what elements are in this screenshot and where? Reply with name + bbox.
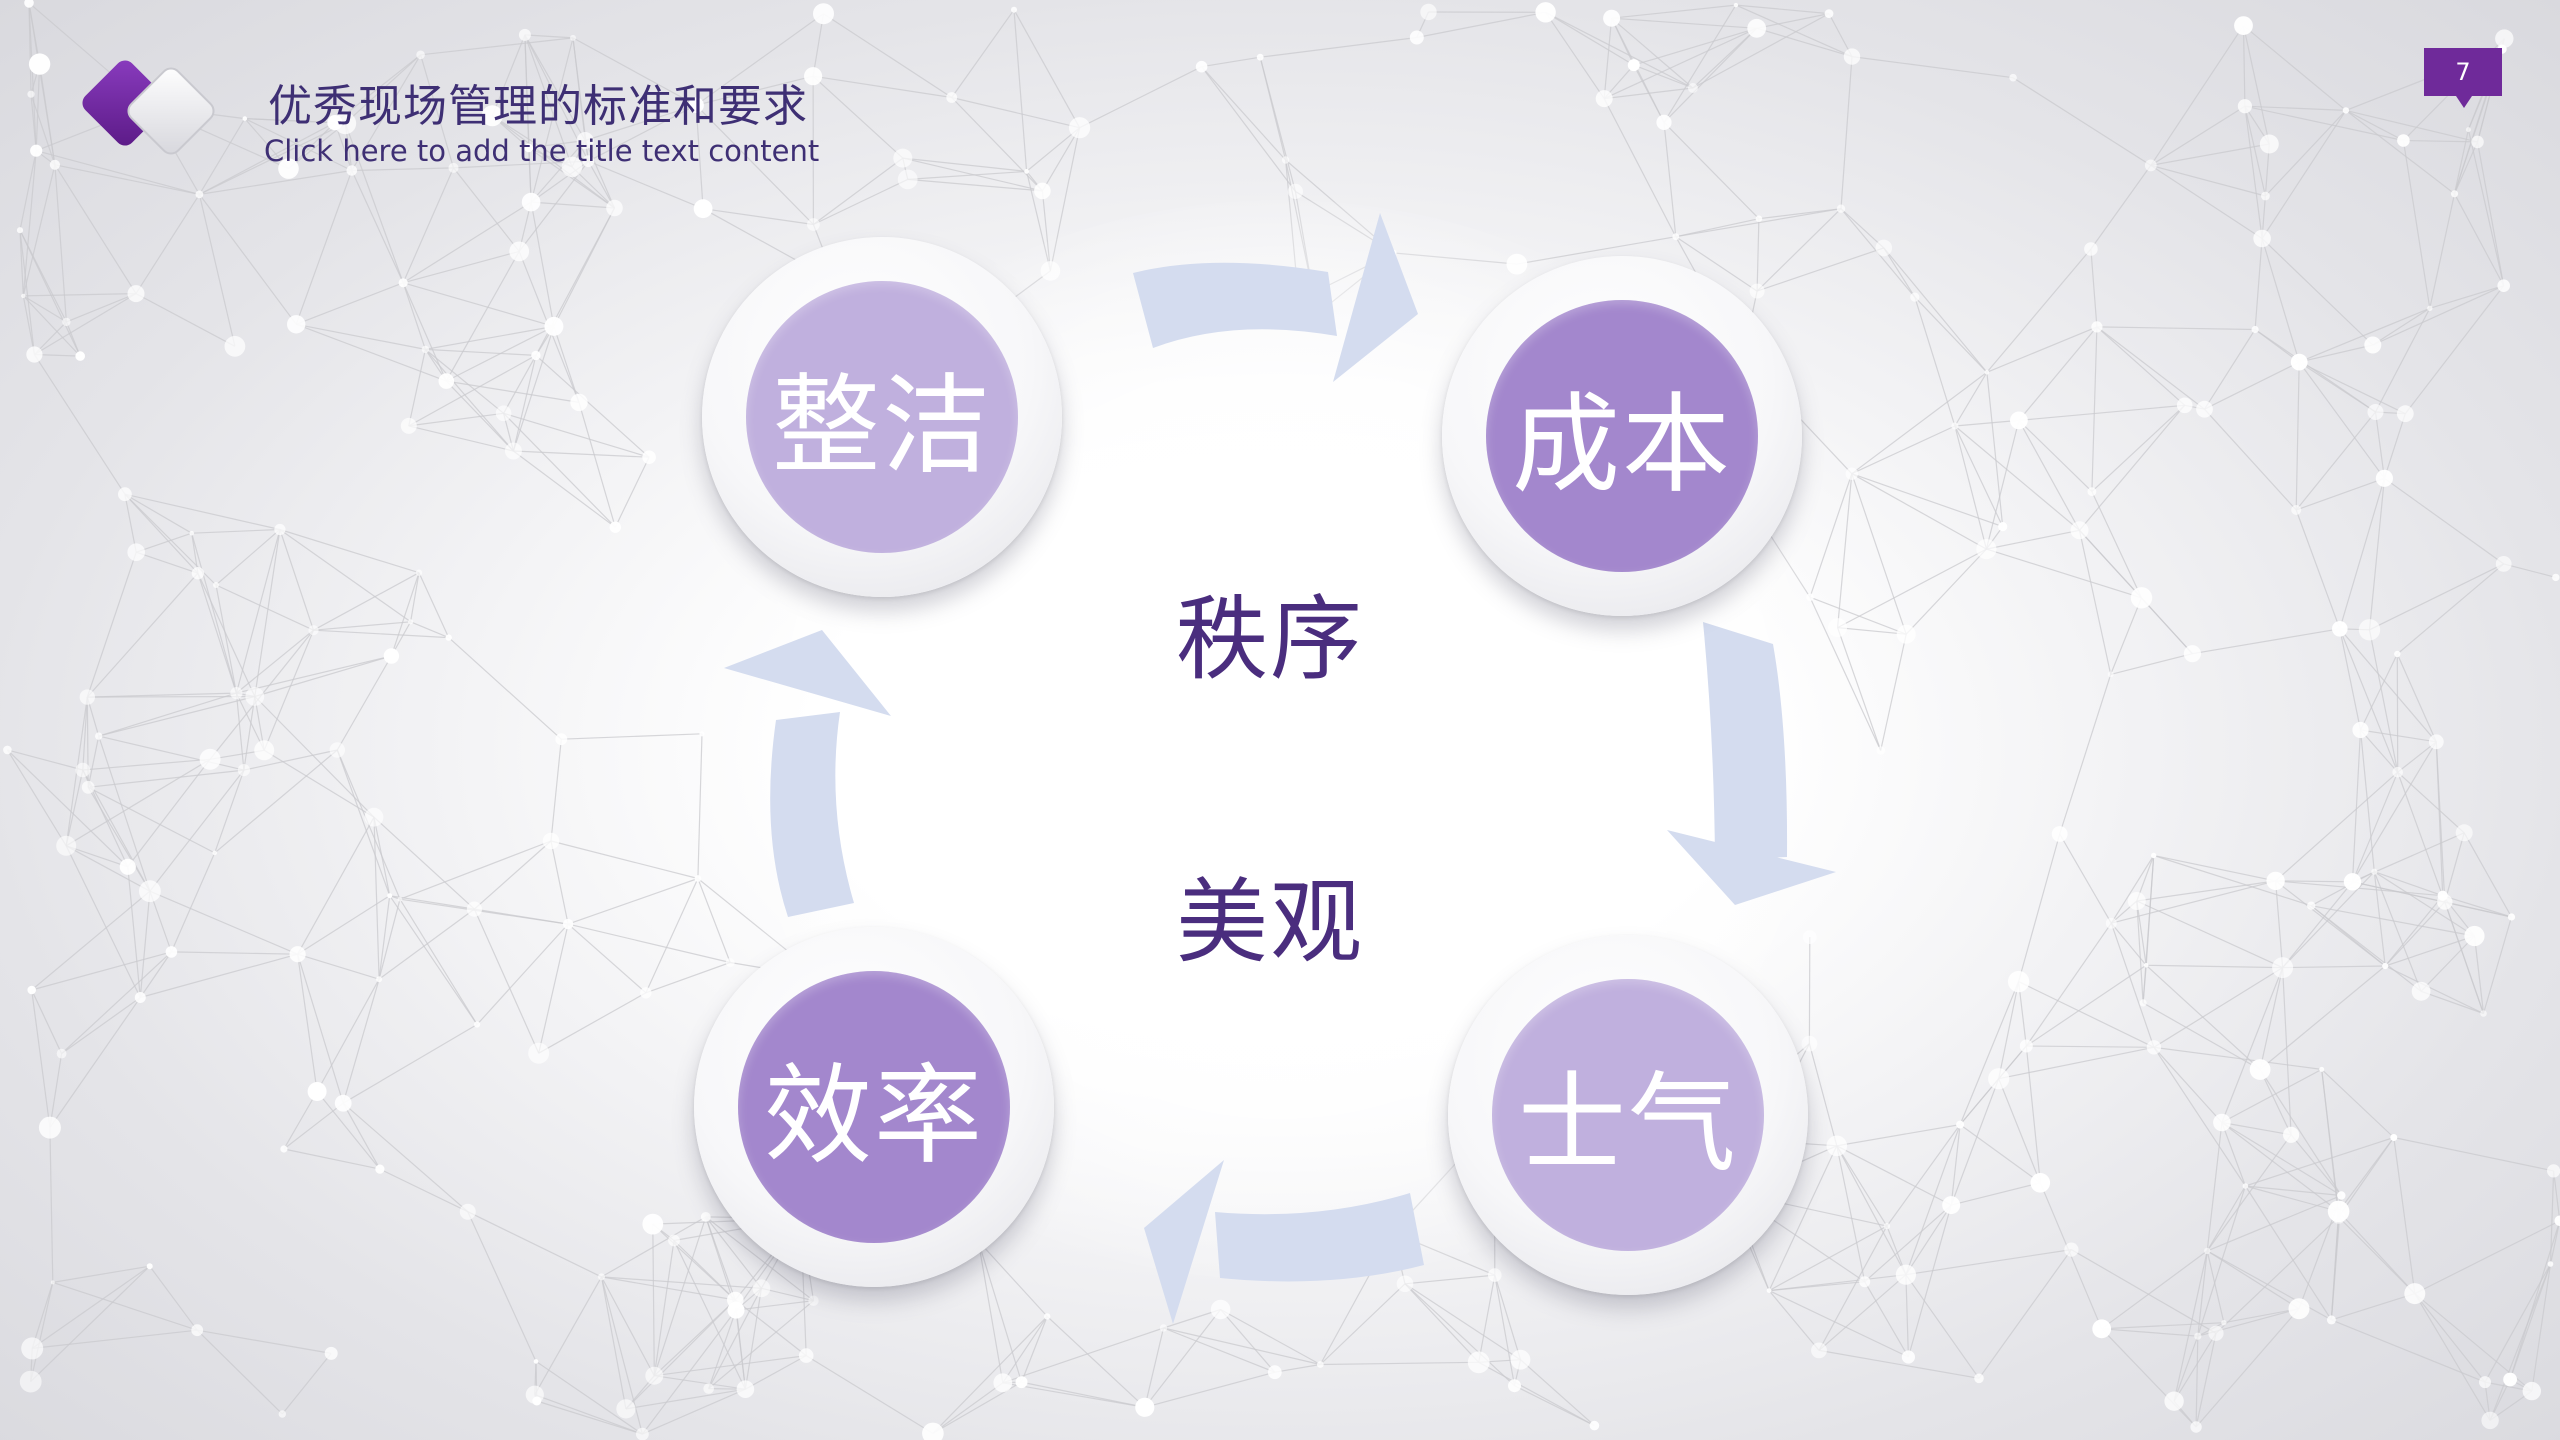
- arrow-left-up-icon: [724, 630, 891, 917]
- arrow-bottom-left-icon: [1144, 1160, 1424, 1324]
- page-subtitle: Click here to add the title text content: [264, 134, 820, 168]
- page-number: 7: [2455, 58, 2471, 86]
- arrow-right-down-icon: [1667, 622, 1836, 905]
- page-title: 优秀现场管理的标准和要求: [268, 81, 808, 132]
- cycle-node-zhengjie: 整洁: [702, 237, 1062, 597]
- page-number-badge: 7: [2424, 48, 2502, 108]
- logo-icon: [82, 60, 215, 155]
- cycle-node-label: 整洁: [746, 281, 1018, 553]
- cycle-node-label: 士气: [1492, 979, 1764, 1251]
- cycle-node-xiaolv: 效率: [694, 927, 1054, 1287]
- center-text-beauty: 美观: [1175, 869, 1364, 976]
- center-text-order: 秩序: [1175, 586, 1364, 693]
- cycle-node-label: 效率: [738, 971, 1010, 1243]
- cycle-node-chengben: 成本: [1442, 256, 1802, 616]
- arrow-top-right-icon: [1133, 213, 1418, 382]
- cycle-node-shiqi: 士气: [1448, 935, 1808, 1295]
- cycle-node-label: 成本: [1486, 300, 1758, 572]
